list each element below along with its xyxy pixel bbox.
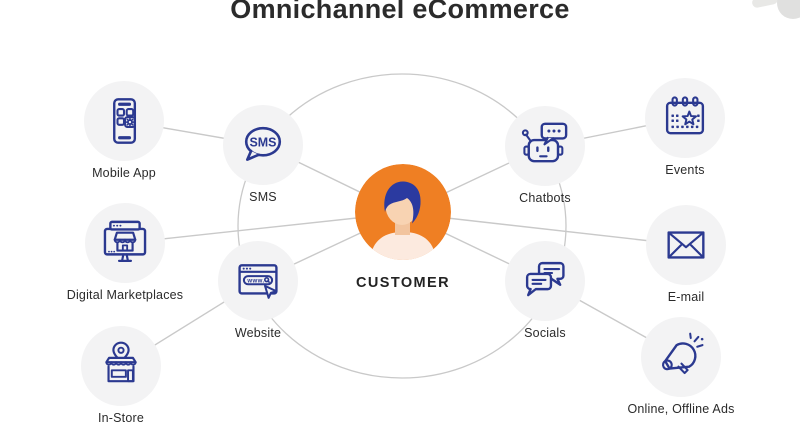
orbit-ring xyxy=(237,73,567,379)
node-ads: Online, Offline Ads xyxy=(601,317,761,416)
node-in-store: In-Store xyxy=(41,326,201,425)
node-events: Events xyxy=(605,78,765,177)
node-label: Socials xyxy=(524,326,566,340)
calendar-star-icon xyxy=(665,96,705,135)
node-label: E-mail xyxy=(667,290,705,304)
marketplace-monitor-icon xyxy=(103,220,147,262)
node-circle xyxy=(505,106,585,186)
node-digital-marketplaces: Digital Marketplaces xyxy=(45,203,205,302)
node-label: In-Store xyxy=(97,411,145,425)
node-circle: SMS xyxy=(223,105,303,185)
node-website: www. Website xyxy=(178,241,338,340)
node-circle xyxy=(81,326,161,406)
node-mobile-app: Mobile App xyxy=(44,81,204,180)
node-circle xyxy=(85,203,165,283)
smartphone-apps-icon xyxy=(113,98,137,144)
node-chatbots: Chatbots xyxy=(465,106,625,205)
node-label: Events xyxy=(665,163,705,177)
customer-node: CUSTOMER xyxy=(313,164,493,291)
sms-bubble-icon: SMS xyxy=(244,126,282,161)
customer-avatar xyxy=(355,164,451,260)
robot-chat-icon xyxy=(521,122,568,163)
chat-bubbles-icon xyxy=(525,261,565,297)
node-email: E-mail xyxy=(606,205,766,304)
node-label: SMS xyxy=(249,190,277,204)
envelope-icon xyxy=(667,231,705,259)
node-label: Website xyxy=(234,326,282,340)
megaphone-icon xyxy=(661,332,704,375)
node-label: Online, Offline Ads xyxy=(627,402,735,416)
node-circle xyxy=(505,241,585,321)
sms-icon-text: SMS xyxy=(250,135,277,149)
browser-cursor-icon: www. xyxy=(238,264,278,299)
node-circle xyxy=(641,317,721,397)
node-label: Chatbots xyxy=(519,191,571,205)
customer-label: CUSTOMER xyxy=(356,275,450,291)
node-circle xyxy=(646,205,726,285)
node-label: Digital Marketplaces xyxy=(66,288,184,302)
website-icon-text: www. xyxy=(246,279,264,285)
watermark-logo-fragment xyxy=(777,0,800,19)
node-socials: Socials xyxy=(465,241,625,340)
node-sms: SMS SMS xyxy=(183,105,343,204)
storefront-pin-icon xyxy=(105,341,137,383)
node-label: Mobile App xyxy=(92,166,156,180)
node-circle xyxy=(84,81,164,161)
node-circle xyxy=(645,78,725,158)
node-circle: www. xyxy=(218,241,298,321)
page-title: Omnichannel eCommerce xyxy=(230,0,570,24)
